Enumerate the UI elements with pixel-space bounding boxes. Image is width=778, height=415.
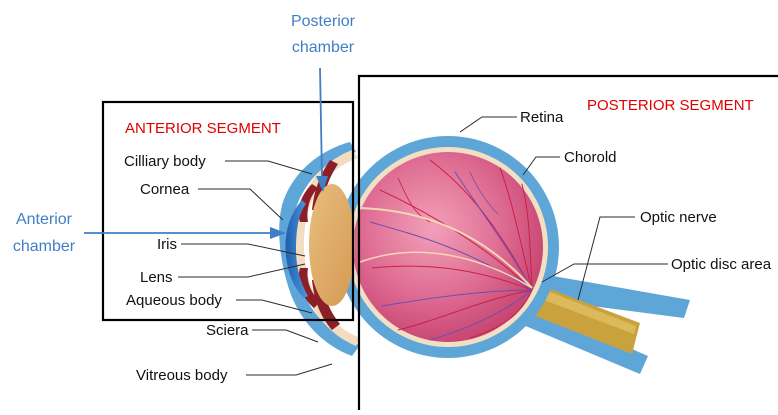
retina-label: Retina (520, 109, 564, 126)
sclera-label: Sciera (206, 322, 249, 339)
anterior-chamber-label-line2: chamber (13, 238, 76, 255)
anterior-segment-title: ANTERIOR SEGMENT (125, 120, 281, 137)
vitreous-body-label: Vitreous body (136, 367, 228, 384)
posterior-chamber-label-line2: chamber (292, 39, 355, 56)
cornea-label: Cornea (140, 181, 190, 198)
ciliary-body-label: Cilliary body (124, 153, 206, 170)
optic-nerve-label: Optic nerve (640, 209, 717, 226)
posterior-segment-title: POSTERIOR SEGMENT (587, 97, 754, 114)
anterior-chamber-label-line1: Anterior (16, 211, 73, 228)
posterior-chamber-label-line1: Posterior (291, 13, 356, 30)
lens-shape (309, 184, 355, 306)
lens-label: Lens (140, 269, 173, 286)
choroid-label: Chorold (564, 149, 617, 166)
optic-disc-label: Optic disc area (671, 256, 772, 273)
aqueous-body-label: Aqueous body (126, 292, 222, 309)
iris-label: Iris (157, 236, 177, 253)
